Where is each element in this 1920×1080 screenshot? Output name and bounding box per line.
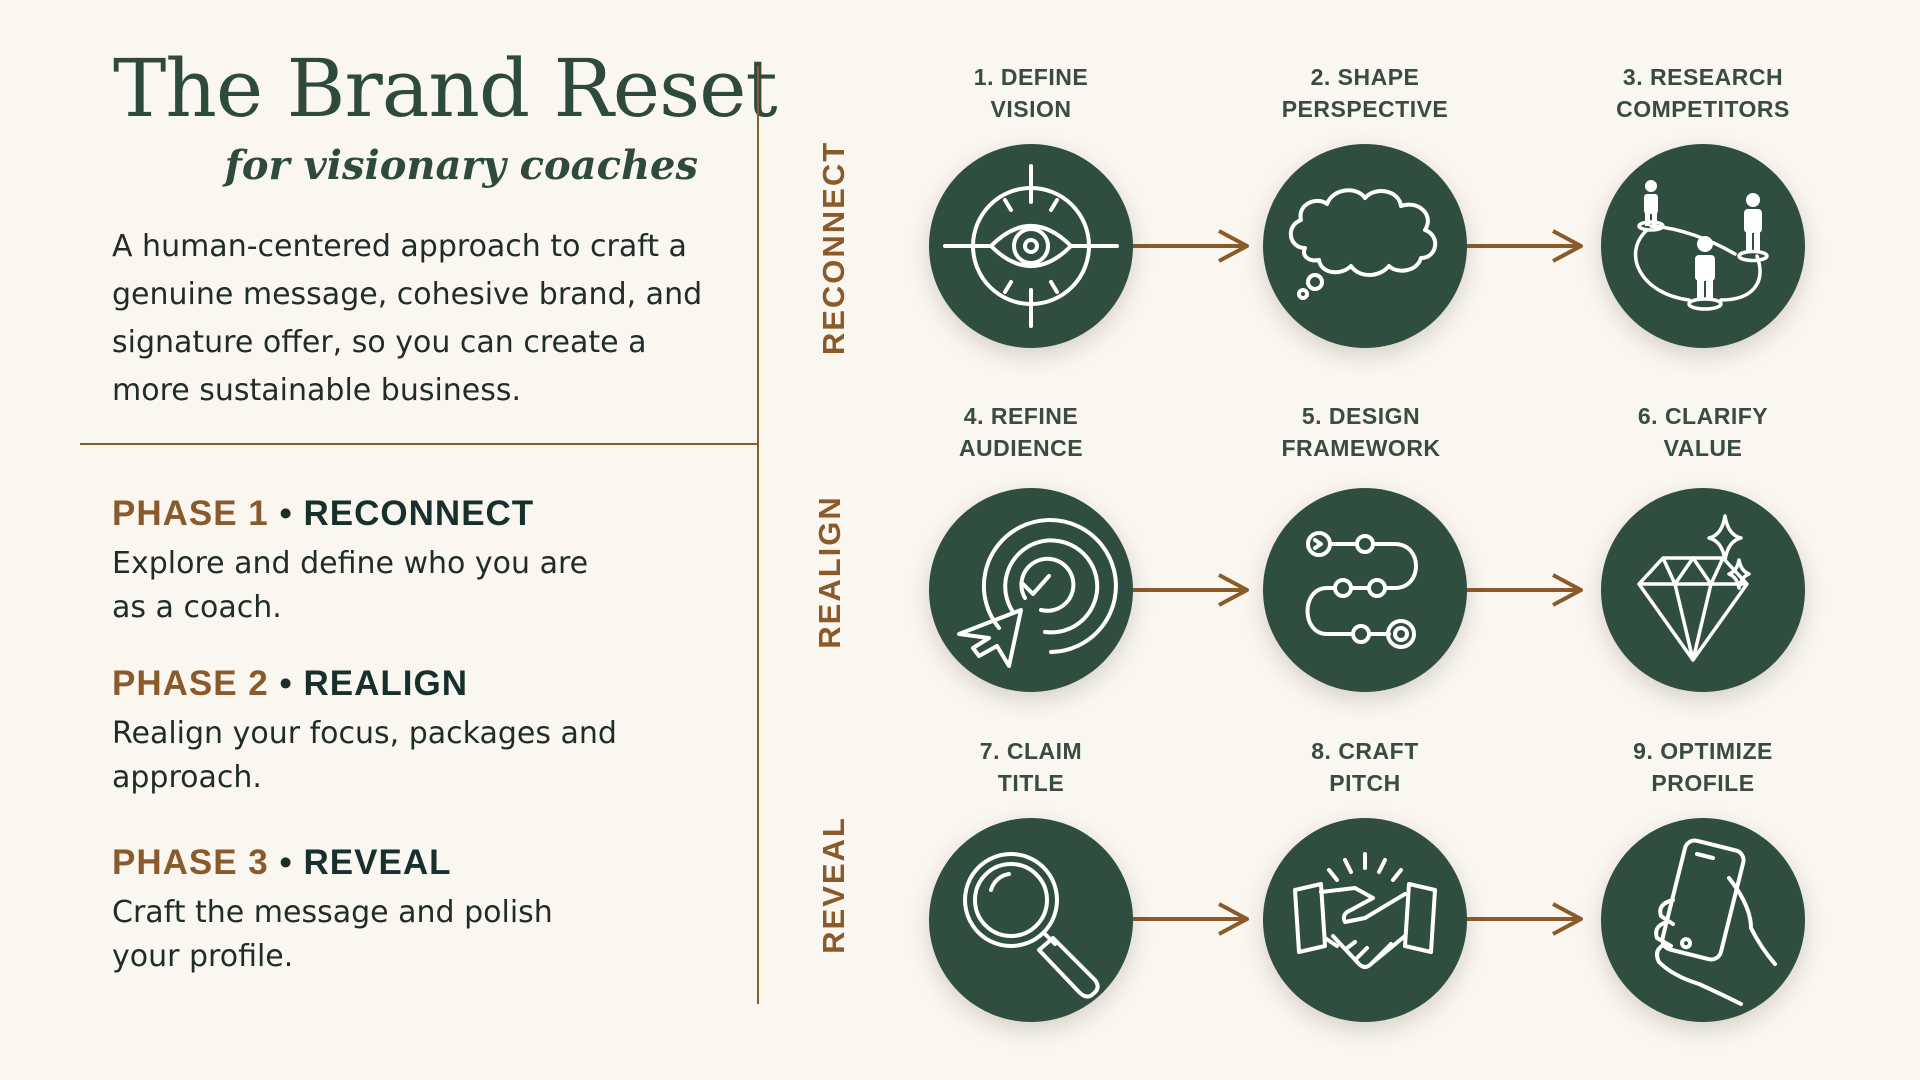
people-network-icon [1633,180,1769,311]
phase-heading: PHASE 3 • REVEAL [112,843,672,883]
arrow-4-5 [1133,573,1249,607]
arrow-7-8 [1133,902,1249,936]
row-label-reveal: REVEAL [816,816,851,954]
step-9-circle [1601,818,1805,1022]
phase-number: PHASE 3 [112,843,269,882]
phase-name: REVEAL [303,843,452,882]
process-path-icon [1305,531,1418,649]
phase-description: Explore and define who you are as a coac… [112,546,589,625]
phone-hand-icon [1654,838,1777,1006]
row-label-realign: REALIGN [812,495,847,649]
phase-2: PHASE 2 • REALIGN Realign your focus, pa… [112,664,672,800]
arrow-2-3 [1467,229,1583,263]
phase-1: PHASE 1 • RECONNECT Explore and define w… [112,494,672,630]
intro-paragraph: A human-centered approach to craft a gen… [112,229,703,408]
row-label-reconnect: RECONNECT [816,140,851,356]
step-5-circle [1263,488,1467,692]
magnifier-icon [963,852,1100,999]
step-1-circle [929,144,1133,348]
phase-name: REALIGN [303,664,469,703]
phase-description: Craft the message and polish your profil… [112,895,553,974]
eye-target-icon [943,164,1119,328]
phase-separator: • [279,494,293,533]
page-title: The Brand Reset [113,42,778,135]
vertical-divider [757,66,759,1004]
arrow-1-2 [1133,229,1249,263]
phase-number: PHASE 2 [112,664,269,703]
horizontal-divider [80,443,758,445]
phase-separator: • [279,664,293,703]
phase-description: Realign your focus, packages and approac… [112,716,617,795]
page-subtitle: for visionary coaches [224,142,698,189]
phase-heading: PHASE 1 • RECONNECT [112,494,672,534]
phase-number: PHASE 1 [112,494,269,533]
bullseye-cursor-icon [957,518,1118,668]
phase-separator: • [279,843,293,882]
step-2-circle [1263,144,1467,348]
thought-cloud-icon [1289,188,1437,300]
arrow-8-9 [1467,902,1583,936]
handshake-icon [1293,852,1437,969]
diamond-sparkle-icon [1637,514,1751,662]
step-4-circle [929,488,1133,692]
step-8-circle [1263,818,1467,1022]
arrow-5-6 [1467,573,1583,607]
phase-name: RECONNECT [303,494,535,533]
step-6-circle [1601,488,1805,692]
step-3-circle [1601,144,1805,348]
step-7-circle [929,818,1133,1022]
phase-heading: PHASE 2 • REALIGN [112,664,672,704]
phase-3: PHASE 3 • REVEAL Craft the message and p… [112,843,672,979]
